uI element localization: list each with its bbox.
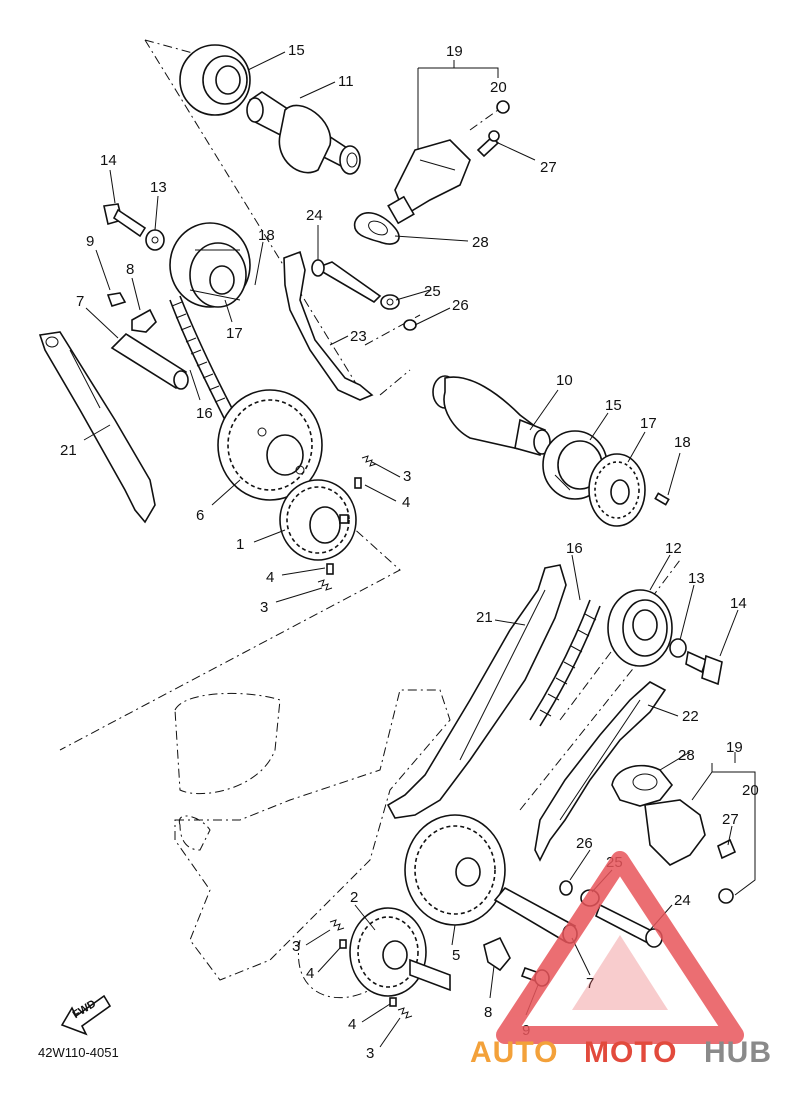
callout-2: 2 <box>350 889 358 906</box>
springs-pins-3-4-upper <box>317 455 377 591</box>
callout-13: 13 <box>150 179 167 196</box>
bearing-15-top <box>179 44 251 116</box>
callout-16: 16 <box>196 405 213 422</box>
callout-3: 3 <box>260 599 268 616</box>
callout-16: 16 <box>566 540 583 557</box>
callout-8: 8 <box>484 1004 492 1021</box>
callout-14: 14 <box>100 152 117 169</box>
callout-1: 1 <box>236 536 244 553</box>
callout-28: 28 <box>678 747 695 764</box>
callout-17: 17 <box>226 325 243 342</box>
callout-15: 15 <box>605 397 622 414</box>
watermark-hub: HUB <box>704 1036 772 1069</box>
assembly-reference-lines <box>59 39 681 811</box>
cam-sprocket-17-top <box>169 222 251 308</box>
chain-tensioner-19-top <box>353 100 510 245</box>
chain-tensioner-19-lower <box>611 764 737 904</box>
leader-lines <box>83 51 756 1048</box>
callout-18: 18 <box>258 227 275 244</box>
automotohub-watermark <box>496 851 744 1044</box>
callout-19: 19 <box>726 739 743 756</box>
callout-27: 27 <box>722 811 739 828</box>
diagram-reference-code: 42W110-4051 <box>38 1045 119 1060</box>
callout-8: 8 <box>126 261 134 278</box>
crank-sprocket-5 <box>404 814 506 926</box>
chain-guide-23-top <box>283 250 417 401</box>
callout-19: 19 <box>446 43 463 60</box>
callout-10: 10 <box>556 372 573 389</box>
camshaft-11 <box>246 91 361 175</box>
sprocket-12 <box>607 589 723 686</box>
pin-7-plate-8-bolt-9-top <box>106 292 189 390</box>
gear-6 <box>217 389 323 501</box>
callout-12: 12 <box>665 540 682 557</box>
callout-15: 15 <box>288 42 305 59</box>
callout-7: 7 <box>586 975 594 992</box>
callout-4: 4 <box>348 1016 356 1033</box>
callout-20: 20 <box>490 79 507 96</box>
callout-17: 17 <box>640 415 657 432</box>
callout-13: 13 <box>688 570 705 587</box>
callout-4: 4 <box>306 965 314 982</box>
callout-11: 11 <box>338 73 354 90</box>
callout-24: 24 <box>306 207 323 224</box>
crankshaft-piston-outline <box>174 689 451 999</box>
cam-chain-16-top <box>169 295 237 421</box>
callout-14: 14 <box>730 595 747 612</box>
callout-4: 4 <box>402 494 410 511</box>
callout-18: 18 <box>674 434 691 451</box>
callout-3: 3 <box>292 938 300 955</box>
springs-pins-3-4-lower <box>329 919 413 1019</box>
callout-27: 27 <box>540 159 557 176</box>
callout-26: 26 <box>576 835 593 852</box>
callout-21: 21 <box>60 442 77 459</box>
callout-20: 20 <box>742 782 759 799</box>
callout-25: 25 <box>424 283 441 300</box>
callout-5: 5 <box>452 947 460 964</box>
callout-21: 21 <box>476 609 493 626</box>
callout-28: 28 <box>472 234 489 251</box>
callout-4: 4 <box>266 569 274 586</box>
callout-23: 23 <box>350 328 367 345</box>
callout-3: 3 <box>366 1045 374 1062</box>
callout-26: 26 <box>452 297 469 314</box>
forward-direction-arrow: FWD <box>60 994 112 1036</box>
chain-guide-21-lower <box>386 564 567 819</box>
cam-sprocket-17-middle <box>588 453 670 527</box>
watermark-moto: MOTO <box>584 1036 677 1069</box>
gear-2 <box>349 907 451 997</box>
gear-1 <box>279 479 357 561</box>
chain-guide-21-top <box>38 331 156 524</box>
callout-22: 22 <box>682 708 699 725</box>
camshaft-10 <box>432 375 551 457</box>
watermark-auto: AUTO <box>470 1036 558 1069</box>
callout-6: 6 <box>196 507 204 524</box>
callout-7: 7 <box>76 293 84 310</box>
chain-guide-22 <box>534 681 667 862</box>
callout-24: 24 <box>674 892 691 909</box>
callout-3: 3 <box>403 468 411 485</box>
cam-chain-16-lower <box>529 599 601 727</box>
callout-9: 9 <box>86 233 94 250</box>
watermark-text: AUTO MOTO HUB <box>470 1036 772 1069</box>
